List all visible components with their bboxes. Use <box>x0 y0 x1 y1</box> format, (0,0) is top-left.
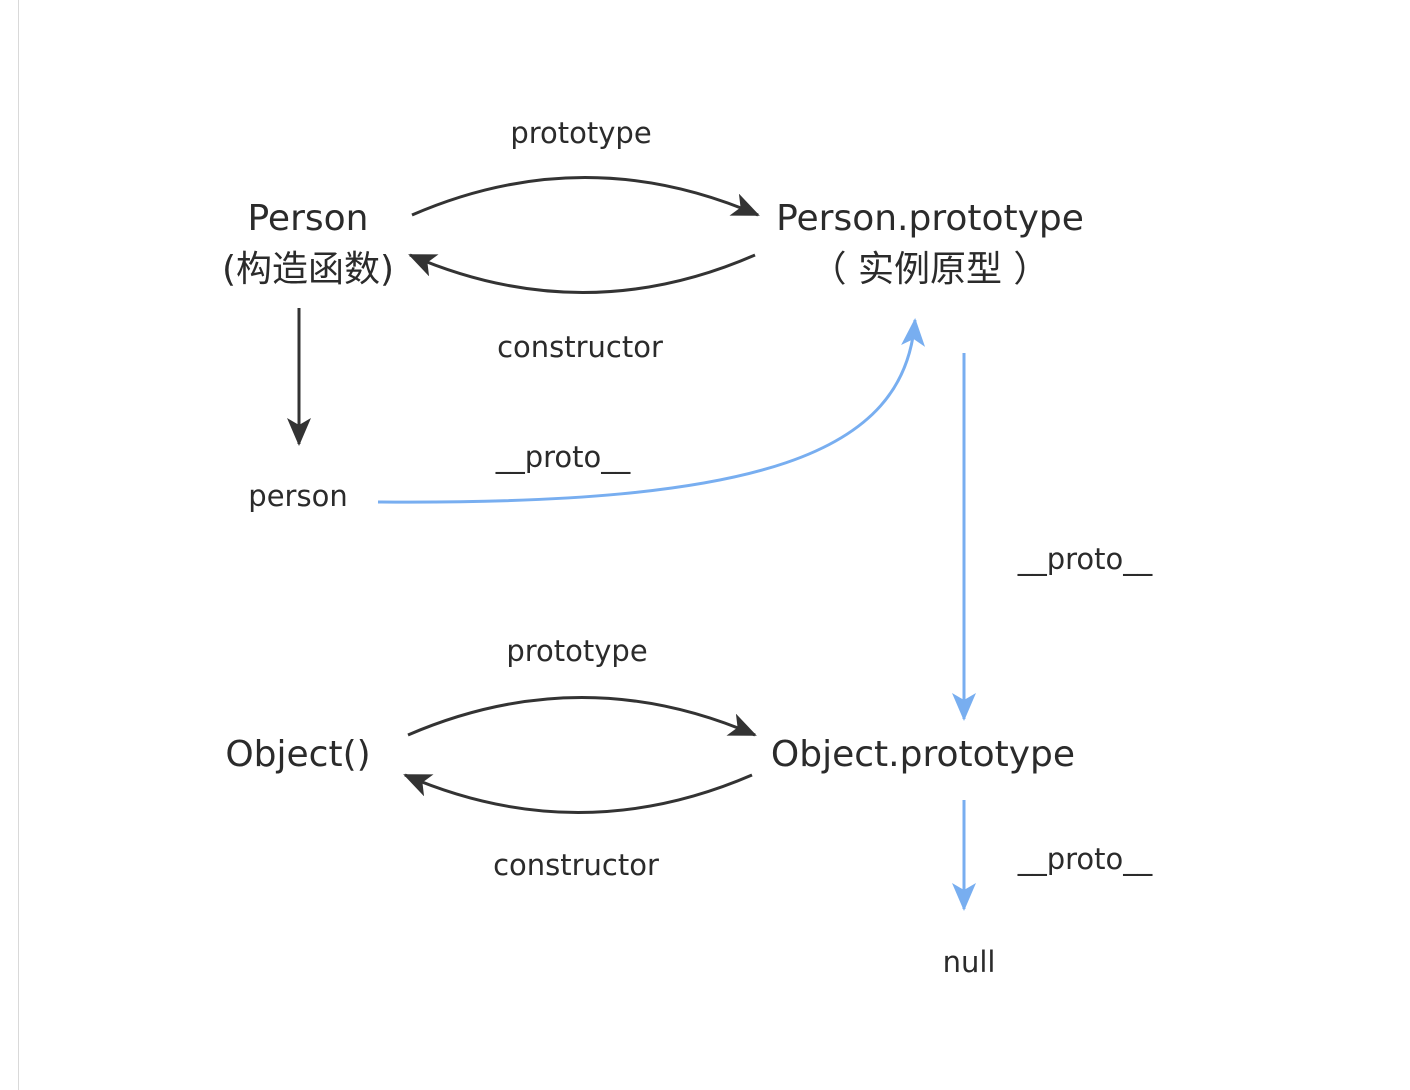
edge-person-prototype <box>411 176 760 217</box>
edge-person-instance-proto-label: __proto__ <box>495 440 631 474</box>
node-person-prototype: Person.prototype （ 实例原型 ） <box>776 198 1084 290</box>
person-prototype-sublabel: （ 实例原型 ） <box>811 249 1050 290</box>
edge-person-constructor-label: constructor <box>497 330 663 364</box>
node-object-prototype: Object.prototype <box>771 734 1075 775</box>
edge-object-constructor <box>403 773 753 814</box>
page-left-border <box>18 0 19 1090</box>
edge-person-prototype-label: prototype <box>510 116 651 150</box>
node-person-instance: person <box>248 479 347 513</box>
edge-person-proto-to-object-proto-label: __proto__ <box>1017 542 1153 576</box>
edge-object-constructor-label: constructor <box>493 848 659 882</box>
node-object-constructor: Object() <box>225 734 370 775</box>
edge-object-prototype-label: prototype <box>506 634 647 668</box>
edge-person-constructor <box>408 253 756 294</box>
edge-object-proto-to-null-label: __proto__ <box>1017 842 1153 876</box>
node-null: null <box>943 945 996 979</box>
person-constructor-sublabel: (构造函数) <box>222 249 394 290</box>
node-person-constructor: Person (构造函数) <box>222 198 394 290</box>
person-constructor-label: Person <box>248 198 369 239</box>
edge-object-prototype <box>407 696 757 737</box>
edge-person-instance-proto <box>377 318 926 504</box>
person-prototype-label: Person.prototype <box>776 198 1084 239</box>
